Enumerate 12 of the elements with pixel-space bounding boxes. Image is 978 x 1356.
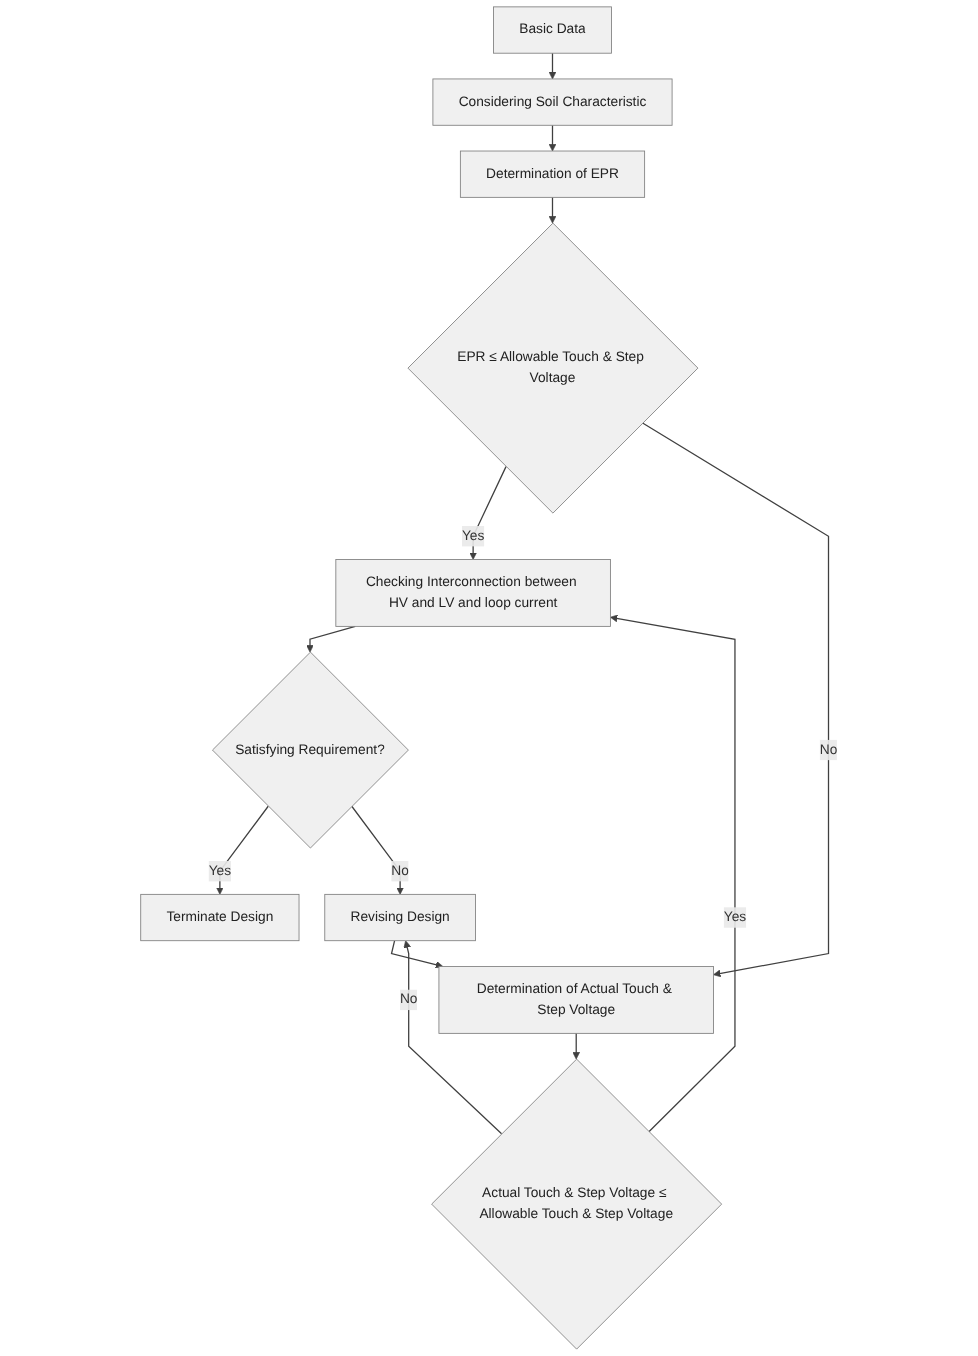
arrow: [548, 196, 557, 224]
arrow: [548, 124, 557, 152]
arrow: [306, 625, 356, 653]
arrow: [403, 940, 503, 1135]
arrow: [216, 805, 269, 895]
arrow: [351, 805, 404, 895]
arrow: [610, 614, 736, 1133]
arrow: [469, 465, 507, 560]
arrow: [641, 422, 830, 978]
arrow: [390, 940, 444, 969]
arrow: [548, 52, 557, 80]
arrow: [572, 1032, 580, 1060]
